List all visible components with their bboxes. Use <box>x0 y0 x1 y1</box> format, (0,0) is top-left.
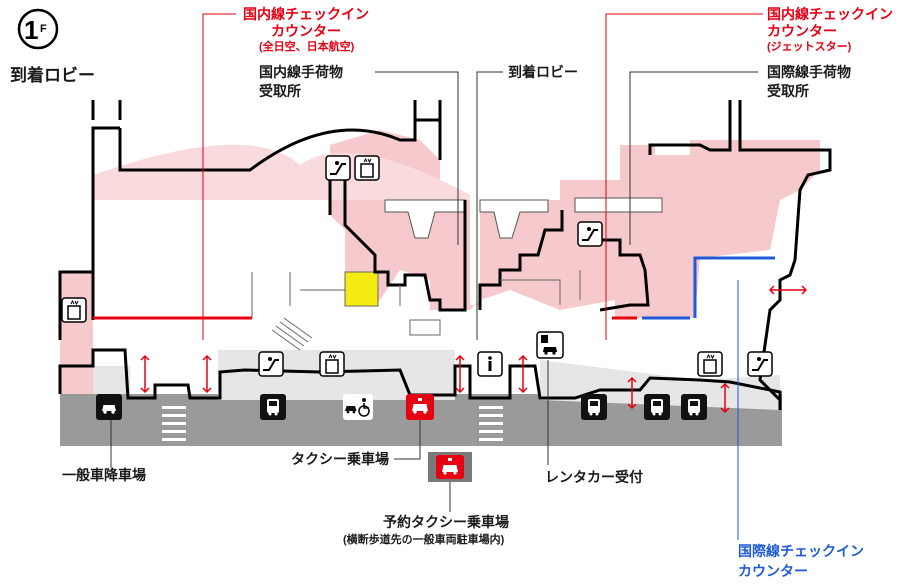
reserved-taxi-icon <box>428 452 472 482</box>
leader-taxi-stand <box>394 420 421 460</box>
escalator-icon <box>577 221 603 247</box>
west-building-wall <box>58 270 93 340</box>
escalator-hatch <box>271 317 313 351</box>
floor-number: 1 <box>24 15 38 45</box>
bus-icon <box>260 394 286 420</box>
wall-arrival-east <box>599 238 650 312</box>
escalator-icon <box>325 155 351 181</box>
wall-domestic-claim <box>328 158 467 312</box>
leader-domestic-baggage <box>375 71 459 245</box>
elevator-icon <box>354 155 380 181</box>
stair-hatch <box>409 319 441 336</box>
label-rental-car: レンタカー受付 <box>545 469 643 485</box>
door-arrows <box>140 285 808 414</box>
label-domestic-baggage-line1: 国内線手荷物 <box>259 64 343 80</box>
elevator-icon <box>319 351 345 377</box>
label-domestic-baggage-line2: 受取所 <box>259 83 301 99</box>
west-building <box>60 272 93 394</box>
label-intl-baggage-line2: 受取所 <box>767 83 809 99</box>
label-domestic-checkin-ana-jal-line2: カウンター <box>271 23 341 39</box>
information-icon <box>477 351 503 377</box>
shop-highlight <box>344 271 379 307</box>
crosswalk-1 <box>162 406 186 441</box>
floor-suffix: F <box>40 23 47 35</box>
leader-arrival-lobby <box>476 71 503 340</box>
label-domestic-checkin-jetstar-line2: カウンター <box>767 23 837 39</box>
car-icon <box>96 394 122 420</box>
label-intl-checkin-line1: 国際線チェックイン <box>738 543 864 559</box>
wall-arrival-west <box>478 210 564 310</box>
baggage-carousel-international <box>574 197 663 213</box>
escalator-icon <box>258 351 284 377</box>
bus-icon <box>681 394 707 420</box>
restricted-area <box>93 128 820 318</box>
bus-icon <box>581 394 607 420</box>
escalator-icon <box>747 351 773 377</box>
label-reserved-taxi-note: (横断歩道先の一般車両駐車場内) <box>343 532 505 546</box>
taxi-icon <box>406 394 434 420</box>
label-domestic-checkin-jetstar-line1: 国内線チェックイン <box>767 6 893 22</box>
floor-area-name: 到着ロビー <box>10 65 95 85</box>
wall-stubs <box>91 100 742 120</box>
rental-car-icon <box>536 331 564 359</box>
label-general-dropoff: 一般車降車場 <box>62 467 146 483</box>
intl-checkin-line-2 <box>693 256 775 318</box>
label-domestic-checkin-ana-jal-line1: 国内線チェックイン <box>243 6 369 22</box>
label-reserved-taxi-line1: 予約タクシー乗車場 <box>383 514 509 530</box>
leader-domestic-ana-jal <box>202 13 236 340</box>
label-domestic-checkin-ana-jal-note: (全日空、日本航空) <box>259 39 355 53</box>
floor-circle <box>17 8 59 50</box>
interior-partitions <box>251 270 581 318</box>
elevator-icon <box>697 351 723 377</box>
leader-intl-baggage <box>629 71 758 245</box>
floor-badge: 1 F <box>17 8 59 50</box>
label-intl-baggage-line1: 国際線手荷物 <box>767 64 851 80</box>
accessible-car-icon <box>343 394 373 420</box>
label-domestic-checkin-jetstar-note: (ジェットスター) <box>767 40 852 53</box>
baggage-carousel-arrival <box>479 199 549 239</box>
leader-domestic-jetstar <box>605 13 763 340</box>
elevator-icon <box>61 297 87 323</box>
bus-icon <box>644 394 670 420</box>
crosswalk-2 <box>479 406 503 441</box>
label-taxi-stand: タクシー乗車場 <box>291 451 389 467</box>
outer-wall-north-west <box>91 118 442 320</box>
label-arrival-lobby: 到着ロビー <box>508 64 578 80</box>
label-intl-checkin-line2: カウンター <box>738 563 808 579</box>
